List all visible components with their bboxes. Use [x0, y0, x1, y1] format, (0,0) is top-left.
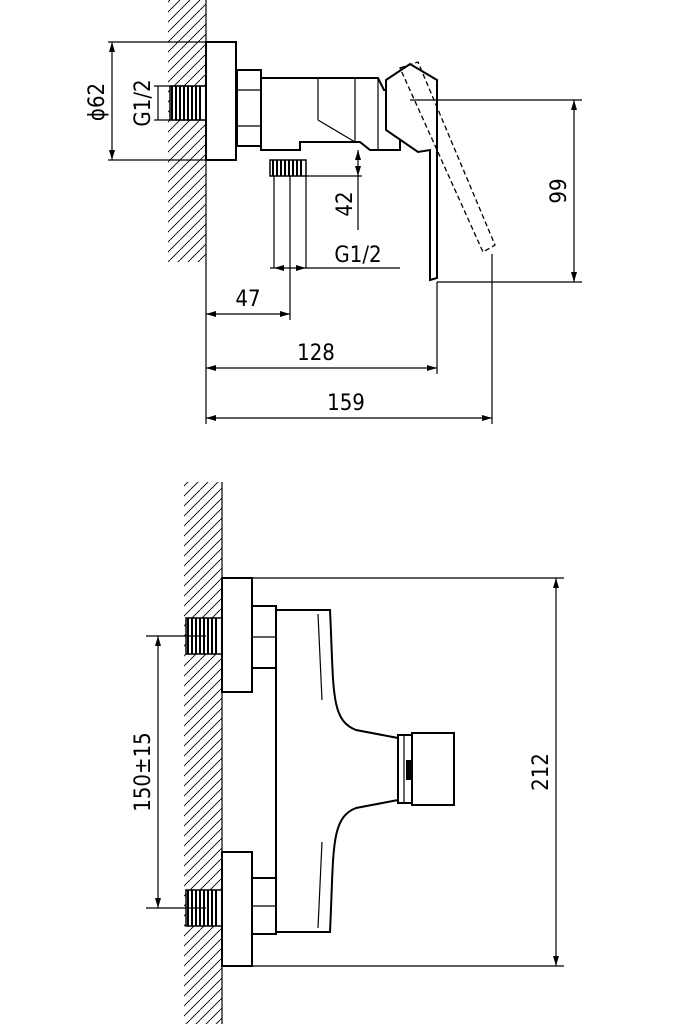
dim-99: 99: [410, 99, 582, 283]
wall-top: [168, 0, 206, 262]
dim-159: 159: [206, 254, 493, 424]
dim-212: 212: [252, 577, 564, 967]
dim-47: 47: [205, 176, 291, 424]
label-47: 47: [235, 287, 260, 312]
threaded-pipe-left: [169, 85, 207, 121]
label-128: 128: [297, 341, 335, 366]
wall-front: [184, 482, 222, 1024]
label-42: 42: [333, 191, 358, 216]
valve-body-front: [275, 609, 399, 933]
lever-handle: [385, 62, 438, 282]
dim-g12-left: G1/2: [131, 79, 206, 127]
label-phi62: ϕ62: [85, 83, 110, 121]
dim-150: 150±15: [131, 635, 206, 909]
label-159: 159: [327, 391, 365, 416]
nut: [236, 69, 262, 147]
flange-top: [221, 577, 253, 693]
handle-knob: [397, 732, 455, 806]
label-150: 150±15: [131, 732, 156, 812]
dim-128: 128: [206, 282, 438, 374]
label-212: 212: [529, 753, 554, 791]
dim-phi62: ϕ62: [85, 41, 206, 161]
top-view: ϕ62 G1/2 42 G1/2: [85, 0, 582, 424]
flange: [205, 41, 237, 161]
lever-rotated-outline: [399, 61, 496, 253]
dim-g12-bottom: G1/2: [270, 243, 400, 271]
flange-bottom: [221, 851, 253, 967]
label-g12-bottom: G1/2: [334, 243, 381, 268]
label-99: 99: [547, 178, 572, 203]
front-view: 150±15 212: [131, 482, 564, 1024]
dim-42: 42: [306, 150, 362, 230]
outlet-thread: [269, 159, 307, 268]
valve-body-top: [260, 77, 401, 151]
label-g12-left: G1/2: [131, 79, 156, 126]
